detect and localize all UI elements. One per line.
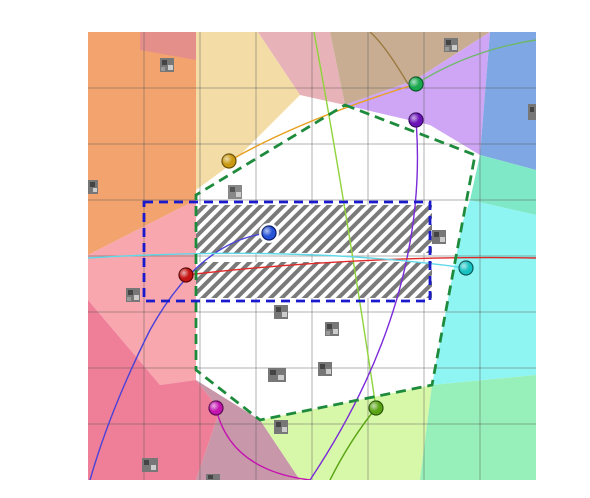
region-lime <box>260 385 432 480</box>
hatched-band <box>196 205 432 298</box>
noise-tile-icon <box>228 185 242 199</box>
grid <box>88 32 536 480</box>
curve-green <box>415 39 536 85</box>
curve-gold <box>228 83 417 162</box>
noise-tile-icon <box>160 58 174 72</box>
point-green[interactable] <box>408 76 424 92</box>
noise-tile-icon <box>268 368 286 382</box>
point-purple[interactable] <box>408 112 424 128</box>
curve-lime <box>313 32 377 409</box>
curve-magenta <box>215 407 311 480</box>
point-cyan[interactable] <box>458 260 474 276</box>
hexagon-region-outline <box>194 103 477 422</box>
region-pink <box>88 200 196 385</box>
region-lavender <box>345 32 490 155</box>
noise-tile-icon <box>444 38 458 52</box>
noise-tile-icon <box>88 180 98 194</box>
noise-tile-icon <box>318 362 332 376</box>
curve-cyan <box>88 252 467 269</box>
region-blue <box>480 32 536 170</box>
noise-tile-icon <box>432 230 446 244</box>
curve-olive <box>369 32 409 85</box>
noise-tile-icon <box>126 288 140 302</box>
region-cream <box>196 32 300 190</box>
noise-tile-icon <box>325 322 339 336</box>
region-salmon <box>140 32 196 60</box>
point-red[interactable] <box>178 267 194 283</box>
curve-lime-2 <box>329 407 377 480</box>
connector-curves <box>88 32 536 480</box>
point-gold[interactable] <box>221 153 237 169</box>
noise-tile-icon <box>528 104 536 120</box>
point-blue-selected[interactable] <box>259 223 279 243</box>
region-orange <box>88 32 196 255</box>
point-magenta[interactable] <box>208 400 224 416</box>
noise-tile-icon <box>142 458 158 472</box>
noise-tiles <box>88 38 536 480</box>
region-green <box>420 375 536 480</box>
noise-tile-icon <box>274 420 288 434</box>
region-magenta <box>88 300 220 480</box>
point-olive[interactable] <box>368 400 384 416</box>
control-points[interactable] <box>178 76 474 416</box>
noise-tile-icon <box>206 474 220 480</box>
region-mint <box>470 155 536 215</box>
selection-rectangle[interactable] <box>142 200 432 303</box>
noise-tile-icon <box>274 305 288 319</box>
curve-purple <box>309 119 419 480</box>
curve-blue <box>89 232 270 480</box>
curve-red <box>185 256 536 276</box>
